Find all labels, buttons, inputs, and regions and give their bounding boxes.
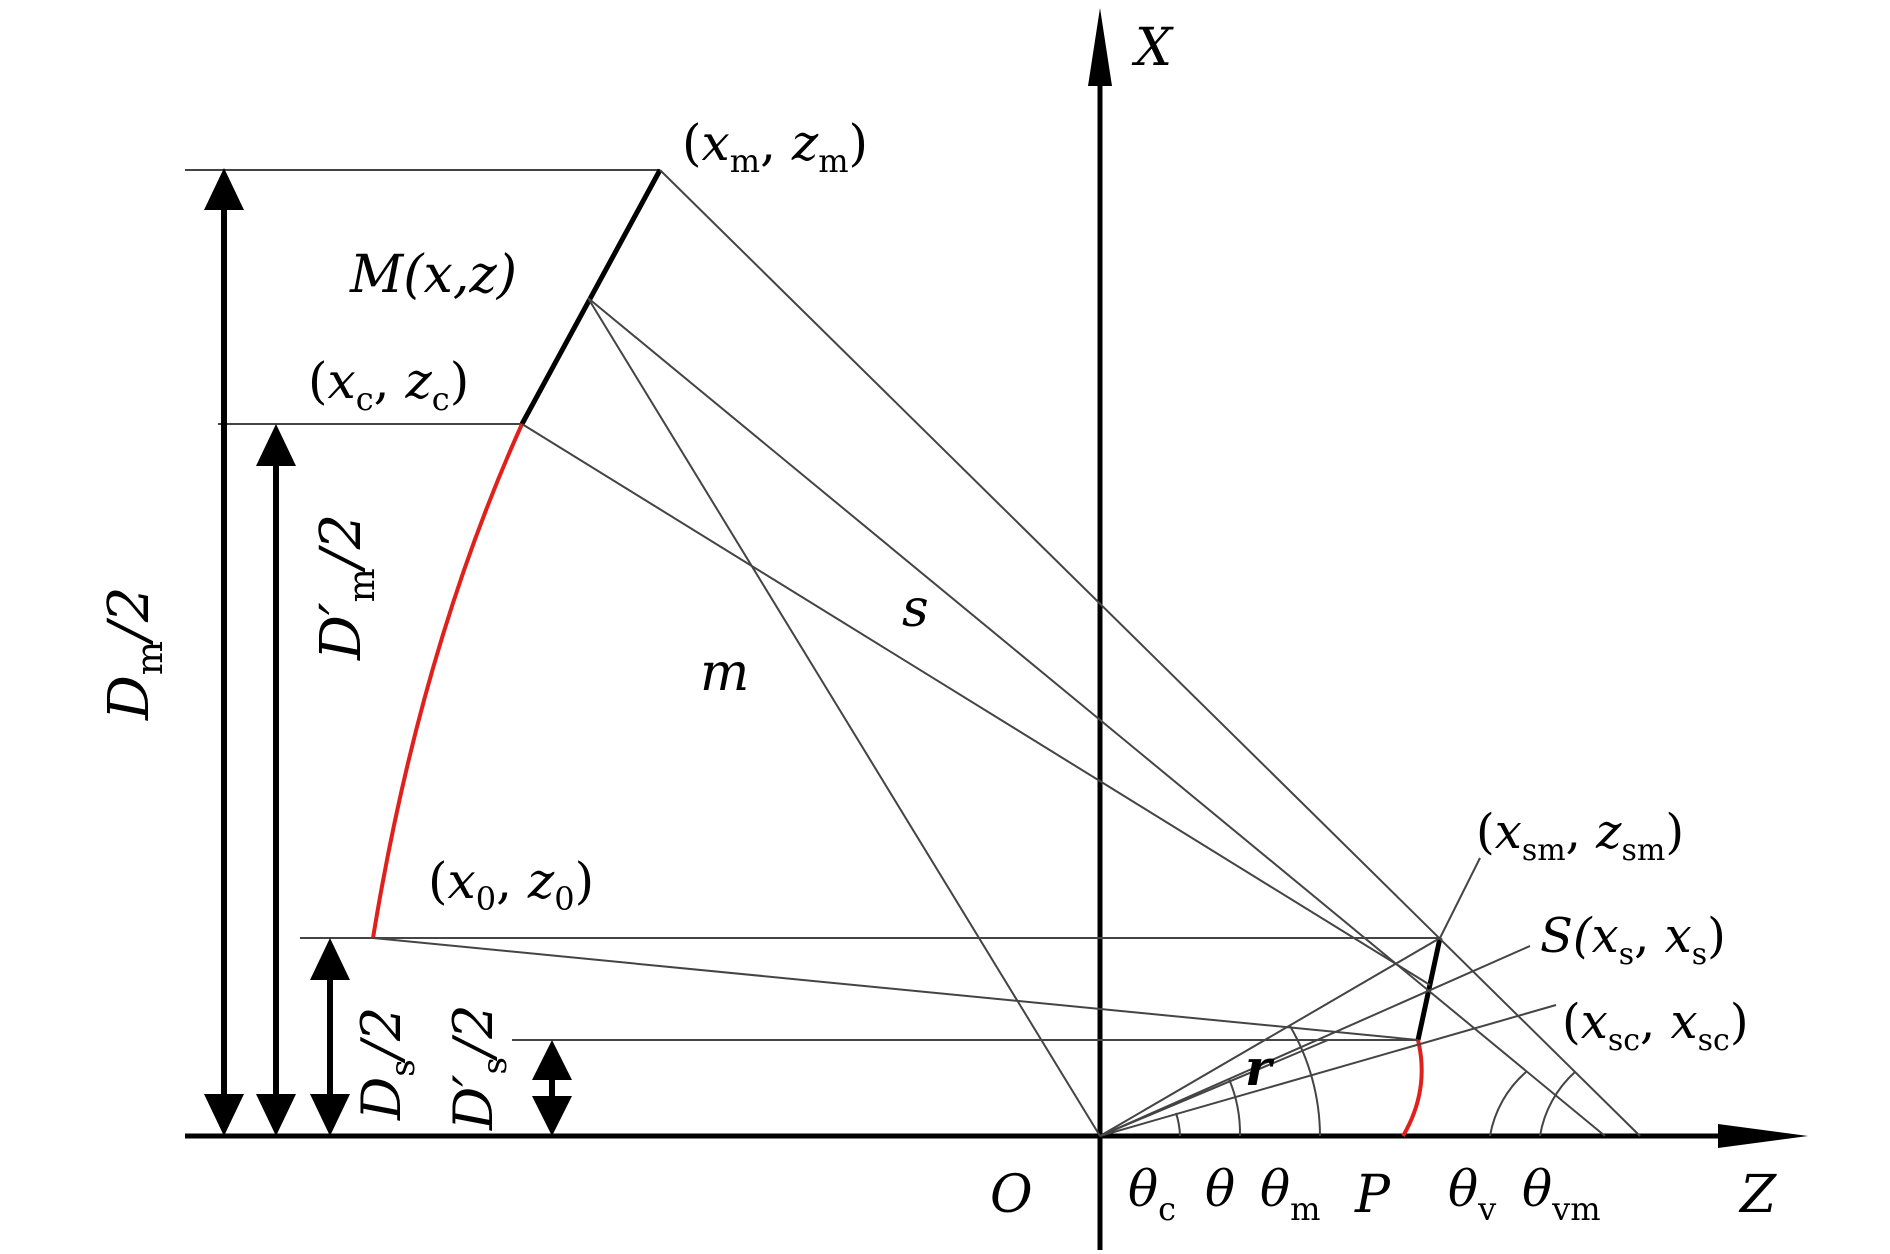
dim-Dps-arrow-top — [532, 1040, 572, 1080]
label-S-xs: S(xs, xs) — [1540, 908, 1726, 972]
dim-Dpm-arrow-bottom — [256, 1094, 296, 1136]
label-theta-m: θm — [1260, 1160, 1320, 1228]
label-Dm-half: Dm/2 — [97, 586, 171, 721]
ray-xm-to-z — [659, 169, 1641, 1137]
dim-Dm-arrow-top — [204, 168, 244, 210]
x-axis-label: X — [1131, 18, 1174, 78]
ray-origin-theta-c — [1099, 1004, 1557, 1137]
z-axis-arrowhead — [1718, 1124, 1808, 1148]
label-P: P — [1354, 1165, 1391, 1225]
label-theta: θ — [1205, 1160, 1235, 1218]
dim-Dpm-arrow-top — [256, 424, 296, 466]
arc-theta — [1228, 1078, 1242, 1137]
ray-origin-theta — [1099, 945, 1531, 1137]
label-theta-c: θc — [1128, 1160, 1176, 1228]
ray-M-to-z — [587, 297, 1606, 1137]
arc-theta-m — [1289, 1025, 1321, 1137]
z-axis-label: Z — [1738, 1165, 1777, 1225]
label-Ds-half: Ds/2 — [350, 1007, 423, 1121]
label-theta-vm: θvm — [1522, 1160, 1601, 1228]
label-xm-zm: (xm, zm) — [682, 114, 868, 180]
x-axis-arrowhead — [1088, 8, 1112, 86]
leader-xsm — [1439, 857, 1481, 939]
arc-theta-c — [1175, 1112, 1181, 1137]
dim-Dm-arrow-bottom — [204, 1094, 244, 1136]
label-x0-z0: (x0, z0) — [428, 852, 594, 918]
label-xsm-zsm: (xsm, zsm) — [1476, 804, 1684, 868]
label-s: s — [902, 579, 929, 639]
secondary-mirror-curve — [1401, 1039, 1424, 1138]
ray-origin-theta-m — [1099, 937, 1441, 1137]
ray-M-to-origin — [587, 297, 1101, 1137]
ray-xc-to-secondary — [521, 423, 1431, 986]
dim-Dps-arrow-bottom — [532, 1096, 572, 1136]
label-m: m — [700, 643, 749, 703]
origin-label: O — [990, 1165, 1033, 1225]
label-theta-v: θv — [1448, 1160, 1496, 1228]
label-Dpm-half: D′m/2 — [309, 514, 383, 661]
primary-mirror-curve — [371, 423, 524, 939]
label-M-xz: M(x,z) — [349, 245, 517, 305]
secondary-mirror-outer — [1415, 937, 1443, 1041]
arc-theta-v — [1489, 1071, 1527, 1137]
dim-Ds-arrow-bottom — [310, 1094, 350, 1136]
ray-r — [1099, 1039, 1329, 1137]
label-r: r — [1245, 1038, 1275, 1097]
arc-theta-vm — [1539, 1071, 1576, 1137]
primary-mirror-outer — [519, 168, 663, 426]
ray-x0-to-secondary — [372, 937, 1419, 1041]
dim-Ds-arrow-top — [310, 938, 350, 980]
label-xc-zc: (xc, zc) — [308, 352, 469, 418]
label-xsc-xsc: (xsc, xsc) — [1562, 994, 1749, 1058]
label-Dps-half: D′s/2 — [442, 1004, 515, 1131]
